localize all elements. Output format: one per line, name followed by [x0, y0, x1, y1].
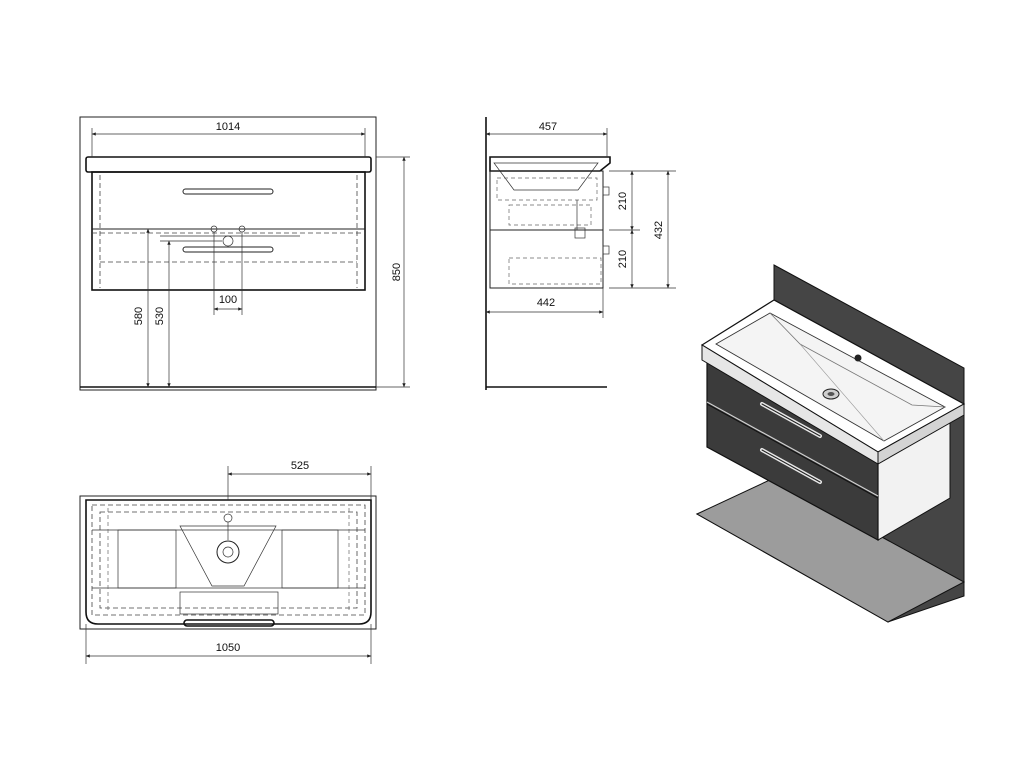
side-basin — [489, 156, 611, 172]
front-cabinet — [91, 171, 366, 291]
top-basin-slope — [179, 525, 277, 587]
dim-top-width: 1050 — [216, 642, 240, 654]
dim-side-inner-depth: 442 — [537, 297, 555, 309]
front-frame — [79, 116, 377, 391]
isometric-view — [695, 264, 966, 623]
dim-top-center: 525 — [291, 460, 309, 472]
dim-side-drawer-upper: 210 — [617, 192, 629, 210]
front-view: 1014 850 580 530 100 — [79, 116, 410, 391]
dim-front-tap-spacing: 100 — [219, 294, 237, 306]
dim-front-530: 530 — [154, 307, 166, 325]
dim-side-depth: 457 — [539, 121, 557, 133]
dim-front-580: 580 — [133, 307, 145, 325]
dim-front-height: 850 — [391, 263, 403, 281]
top-tap-hole — [223, 513, 233, 523]
iso-tap-hole — [854, 354, 862, 362]
dim-side-drawer-lower: 210 — [617, 250, 629, 268]
dim-front-width: 1014 — [216, 121, 240, 133]
top-basin-outline — [85, 499, 372, 625]
top-handle — [183, 619, 275, 627]
front-basin-top — [85, 156, 372, 173]
iso-shelf — [695, 477, 966, 623]
front-waste — [222, 235, 234, 247]
front-handle-upper — [182, 188, 274, 195]
top-view: 525 1050 — [79, 460, 377, 664]
top-waste — [216, 540, 240, 564]
side-view: 457 442 210 210 432 — [485, 117, 676, 390]
front-handle-lower — [182, 246, 274, 253]
dim-side-cabinet-height: 432 — [653, 221, 665, 239]
